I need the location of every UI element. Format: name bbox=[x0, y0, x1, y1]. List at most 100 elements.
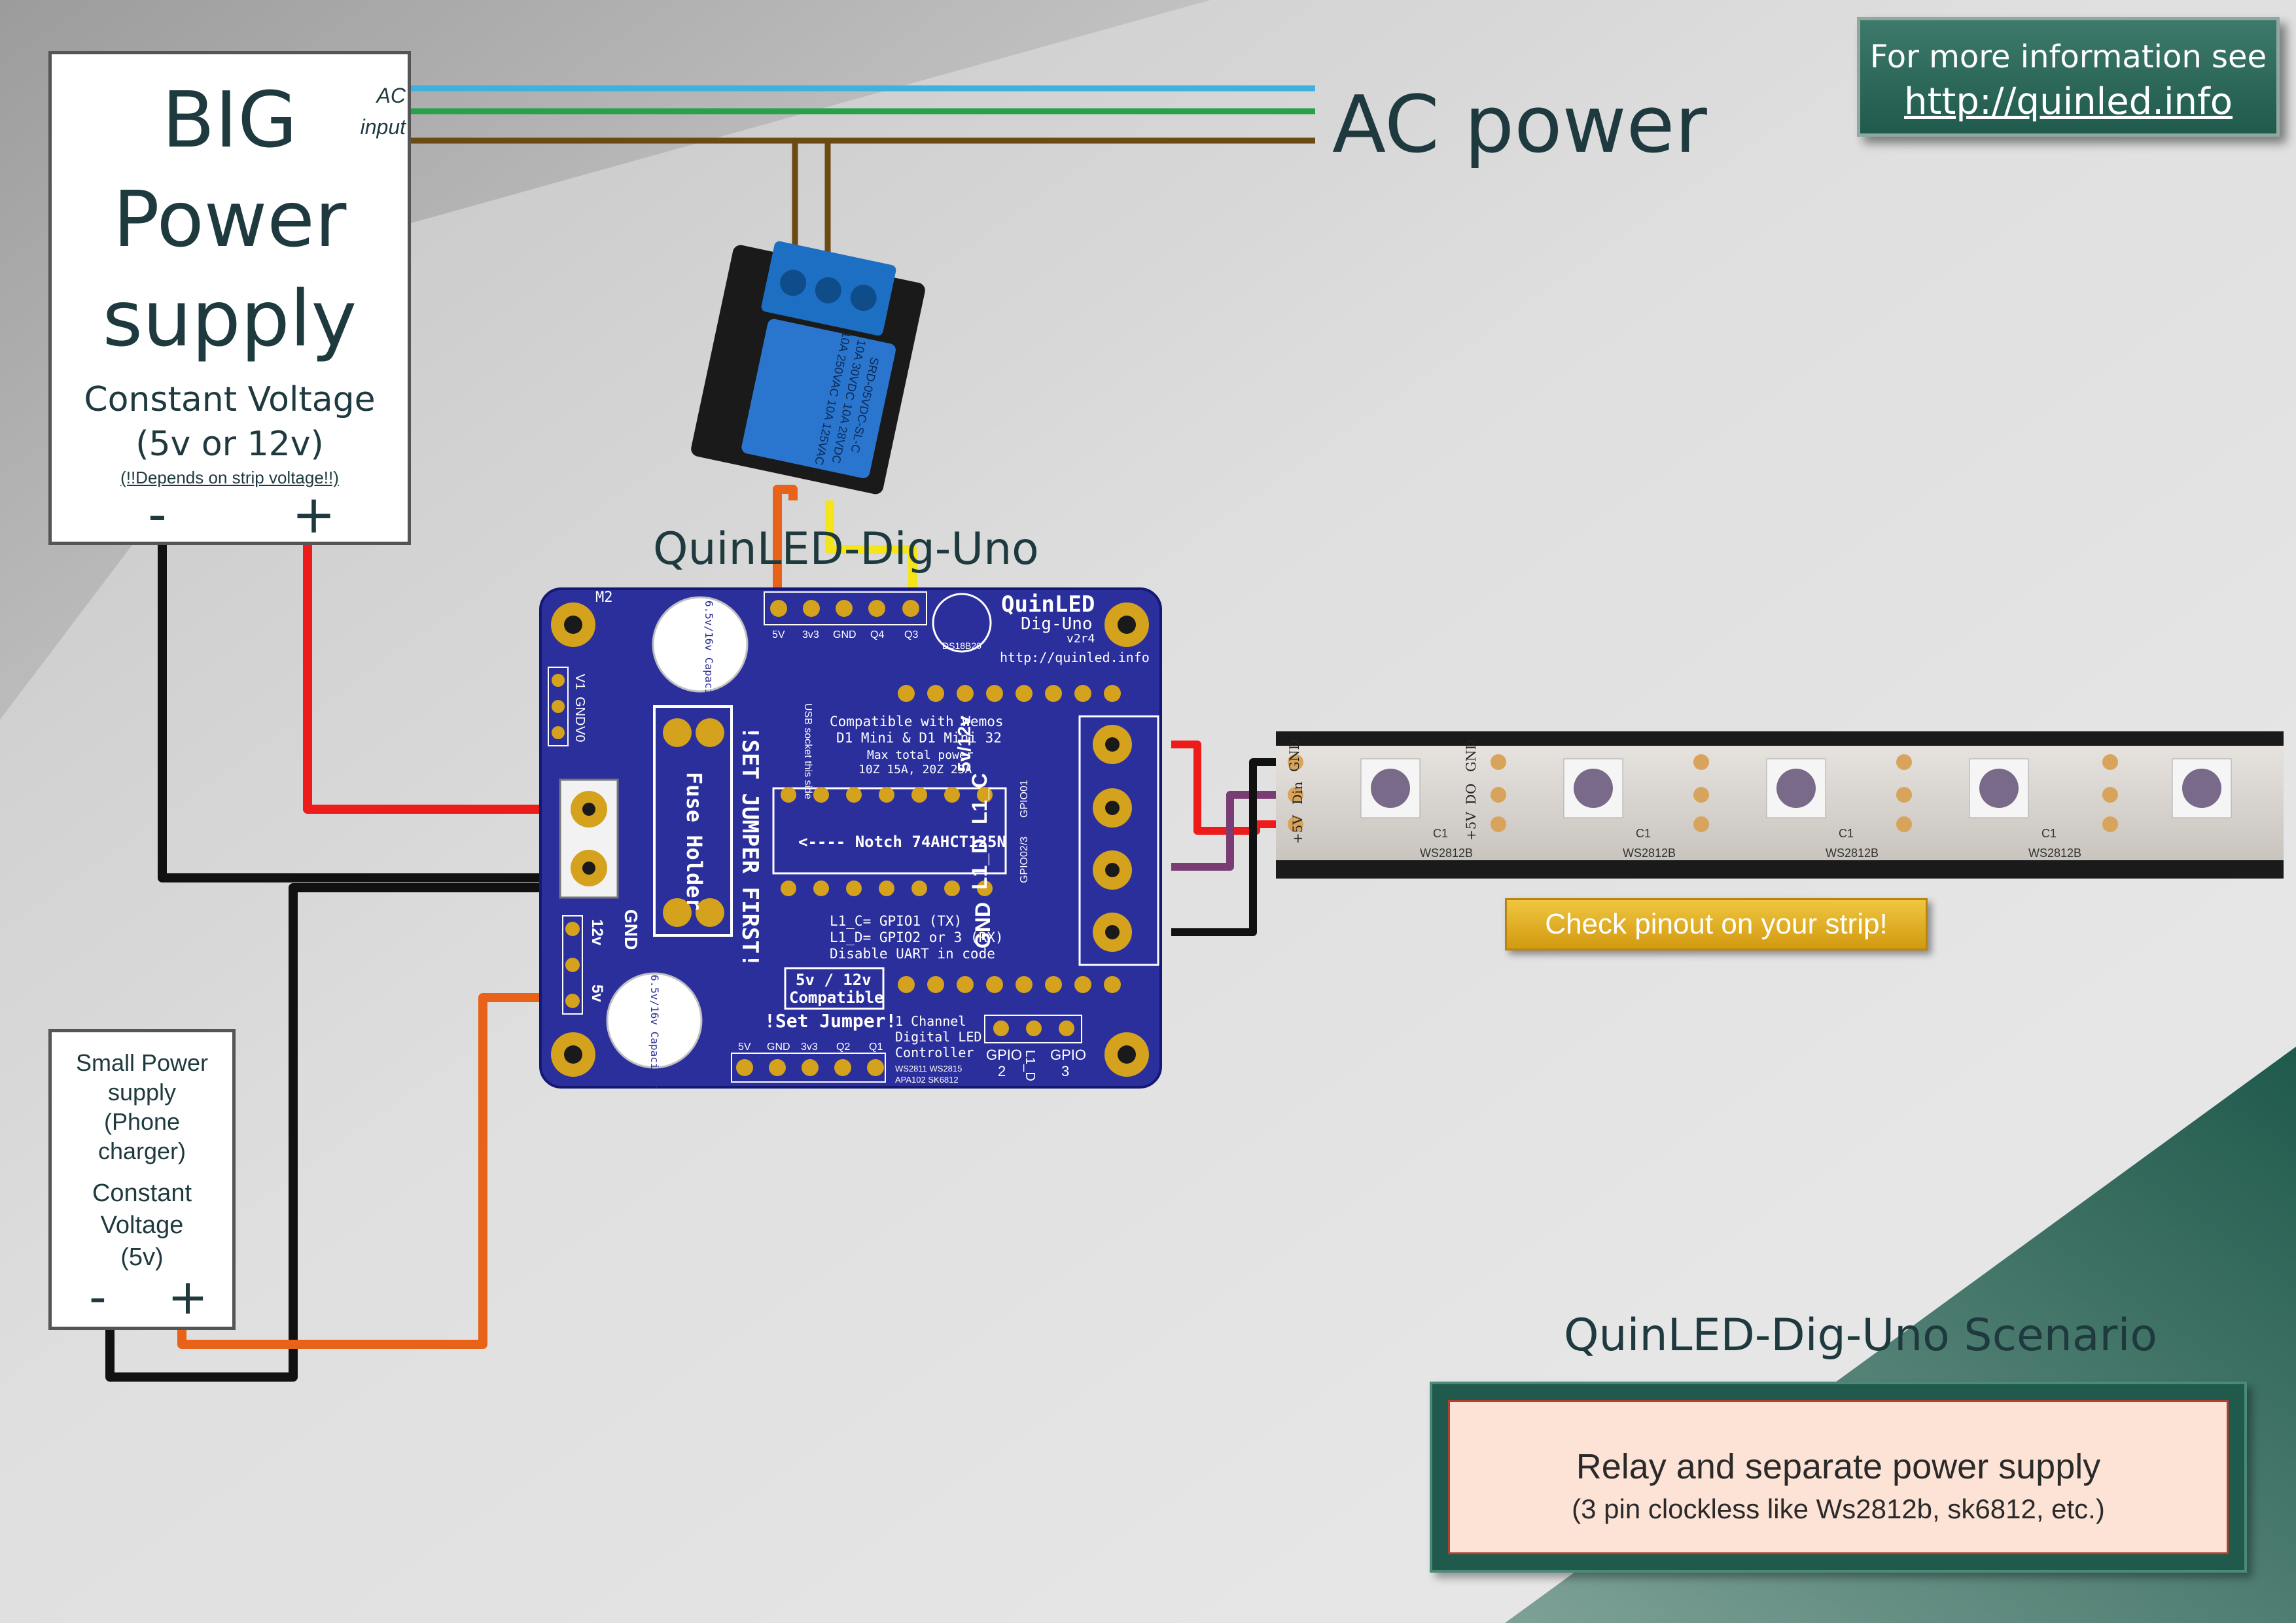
led-chip-label: WS2812B bbox=[2028, 846, 2081, 860]
check-pinout-callout: Check pinout on your strip! bbox=[1505, 898, 1928, 951]
left-pin-v0: V0 bbox=[573, 726, 587, 742]
red-wire-big-psu bbox=[303, 543, 568, 814]
power-wires bbox=[105, 485, 1286, 1382]
big-psu-minus: - bbox=[148, 484, 167, 545]
ds18b20-footprint bbox=[932, 593, 992, 653]
gpio3-label: GPIO bbox=[1050, 1047, 1086, 1063]
black-wire-strip bbox=[1171, 758, 1286, 936]
gpio-side-label-1: GPIO01 bbox=[1019, 780, 1030, 818]
small-psu-line-4: charger) bbox=[97, 1138, 186, 1164]
top-pin-label: 5V bbox=[772, 629, 785, 640]
led-cap-label: C1 bbox=[1636, 827, 1651, 840]
big-psu-cv-line-1: Constant Voltage bbox=[84, 380, 376, 419]
small-psu-constant-voltage: Constant Voltage (5v) bbox=[52, 1178, 232, 1274]
ic-pins bbox=[781, 787, 993, 896]
quinled-board: M2 6.5v/16v Capacitor 6.5v/16v Capacitor… bbox=[539, 587, 1162, 1089]
voltage-compat-2: Compatible bbox=[789, 988, 884, 1007]
big-psu-title-line-3: supply bbox=[102, 273, 357, 364]
board-title: QuinLED-Dig-Uno bbox=[653, 523, 1039, 575]
black-wire-small-psu bbox=[105, 883, 568, 1382]
small-psu-line-5: Constant bbox=[92, 1179, 192, 1207]
controller-line-1: 1 Channel bbox=[895, 1013, 966, 1029]
usb-socket-label: USB socket this side bbox=[802, 703, 813, 799]
top-pin-label: Q4 bbox=[870, 629, 884, 640]
more-info-text: For more information see bbox=[1869, 39, 2267, 75]
big-psu-title: BIG Power supply bbox=[52, 70, 408, 368]
small-psu-line-3: (Phone bbox=[103, 1108, 181, 1135]
gpio2-label: GPIO bbox=[986, 1047, 1022, 1063]
board-brand: QuinLED bbox=[1001, 591, 1095, 618]
small-psu-line-2: supply bbox=[107, 1079, 177, 1106]
small-psu-line-1: Small Power bbox=[75, 1049, 209, 1076]
capacitor-top bbox=[652, 596, 749, 693]
led-cap-label: C1 bbox=[2041, 827, 2057, 840]
set-jumper-first-label: !SET JUMPER FIRST! bbox=[737, 726, 763, 967]
strip-solder-pads bbox=[1491, 754, 2118, 832]
terminal-label-5v12v: 5v/12v bbox=[954, 716, 974, 772]
strip-pad-labels-second: +5V DO GND bbox=[1463, 739, 1479, 841]
led-cap-label: C1 bbox=[1433, 827, 1448, 840]
scenario-line-2: (3 pin clockless like Ws2812b, sk6812, e… bbox=[1572, 1493, 2105, 1524]
scenario-title: QuinLED-Dig-Uno Scenario bbox=[1564, 1310, 2158, 1361]
big-psu-cv-line-2: (5v or 12v) bbox=[135, 425, 324, 464]
more-info-box: For more information see http://quinled.… bbox=[1857, 17, 2280, 137]
compat-line-1: Compatible with Wemos bbox=[830, 714, 1004, 729]
led-strip: GND Din +5V WS2812B C1 WS2812B C1 WS2812… bbox=[1276, 731, 2284, 879]
board-m2-label: M2 bbox=[595, 589, 613, 606]
small-psu-line-6: Voltage bbox=[100, 1212, 184, 1239]
led-chip-label: WS2812B bbox=[1826, 846, 1879, 860]
bottom-pin-header: 5V GND 3v3 Q2 Q1 bbox=[731, 1041, 886, 1083]
orange-wire-small-psu bbox=[177, 993, 568, 1349]
terminal-label-l1d: L1_D bbox=[968, 839, 991, 890]
terminal-label-gnd: GND bbox=[971, 902, 995, 949]
more-info-link[interactable]: http://quinled.info bbox=[1903, 80, 2233, 123]
voltage-jumper-5v: 5v bbox=[588, 985, 606, 1002]
led-chip: WS2812B C1 bbox=[1563, 758, 1676, 860]
voltage-jumper: 12v 5v GND bbox=[562, 909, 641, 1015]
big-psu-plus: + bbox=[292, 484, 336, 545]
chips-line-2: APA102 SK6812 bbox=[895, 1075, 959, 1085]
bottom-pin-label: Q2 bbox=[836, 1041, 850, 1053]
led-chip-label: WS2812B bbox=[1420, 846, 1473, 860]
mounting-holes bbox=[551, 602, 1149, 1077]
relay-module: 10A 250VAC 10A 125VAC 10A 30VDC 10A 28VD… bbox=[691, 241, 925, 495]
black-wire-big-psu bbox=[158, 543, 568, 882]
board-body bbox=[539, 587, 1162, 1089]
led-cap-label: C1 bbox=[1839, 827, 1854, 840]
capacitor-bottom-label: 6.5v/16v Capacitor bbox=[648, 975, 661, 1089]
controller-line-3: Controller bbox=[895, 1045, 974, 1060]
yellow-wire-relay bbox=[825, 500, 917, 592]
gpio-side-label-2: GPIO02/3 bbox=[1019, 837, 1030, 883]
big-psu-voltage-note: (!!Depends on strip voltage!!) bbox=[120, 468, 339, 487]
scenario-box-inner: Relay and separate power supply (3 pin c… bbox=[1448, 1400, 2229, 1554]
left-pin-header: V1 GND V0 bbox=[548, 667, 587, 746]
capacitor-top-label: 6.5v/16v Capacitor bbox=[703, 601, 715, 714]
output-terminals: 5v/12v L1_C L1_D GND GPIO01 GPIO02/3 bbox=[954, 715, 1159, 966]
bottom-pin-label: GND bbox=[767, 1041, 790, 1053]
purple-wire-strip bbox=[1171, 791, 1286, 871]
small-psu-line-7: (5v) bbox=[120, 1244, 164, 1271]
orange-wire-relay bbox=[773, 485, 798, 592]
voltage-compat-1: 5v / 12v bbox=[796, 971, 872, 989]
ac-input-label-2: input bbox=[360, 115, 406, 139]
strip-pad-label-gnd: GND bbox=[1286, 739, 1302, 772]
controller-line-2: Digital LED bbox=[895, 1029, 981, 1045]
top-pin-label: Q3 bbox=[904, 629, 918, 640]
set-jumper-label: !Set Jumper! bbox=[764, 1010, 896, 1032]
gpio3-number: 3 bbox=[1061, 1063, 1069, 1079]
top-pin-header: 5V 3v3 GND Q4 Q3 bbox=[764, 591, 927, 640]
ds18b20-label: DS18B20 bbox=[942, 640, 981, 651]
left-pin-gnd: GND bbox=[573, 697, 587, 725]
strip-pad-label-5v-out: +5V bbox=[1463, 812, 1479, 841]
bottom-pin-label: 3v3 bbox=[801, 1041, 818, 1053]
voltage-jumper-gnd: GND bbox=[621, 909, 641, 950]
chips-line-1: WS2811 WS2815 bbox=[895, 1064, 962, 1073]
fuse-holder-label: Fuse Holder bbox=[682, 772, 707, 911]
board-model: Dig-Uno bbox=[1021, 614, 1093, 634]
big-power-supply: BIG Power supply Constant Voltage (5v or… bbox=[48, 51, 411, 545]
l1d-label: L1_D bbox=[1023, 1050, 1037, 1081]
max-power-line-2: 10Z 15A, 20Z 25A bbox=[858, 763, 972, 777]
board-url: http://quinled.info bbox=[1000, 650, 1150, 665]
led-chip: WS2812B C1 bbox=[1360, 758, 1473, 860]
capacitor-bottom bbox=[606, 972, 703, 1069]
